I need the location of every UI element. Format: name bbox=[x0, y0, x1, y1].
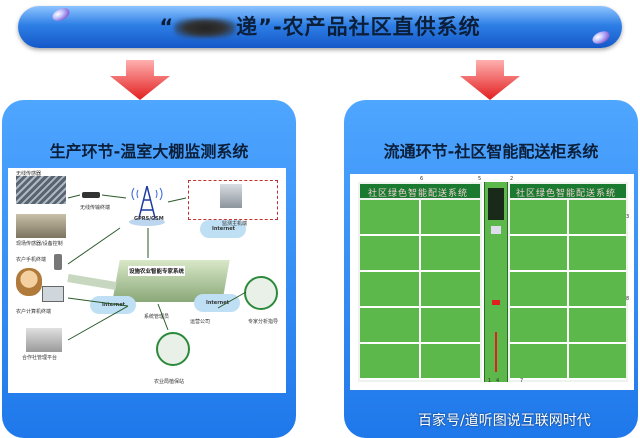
title-mid: 递” bbox=[236, 15, 273, 39]
distribution-panel: 流通环节-社区智能配送柜系统 社区绿色智能配送系统 社区绿色智能配送系统 6 5… bbox=[344, 100, 638, 438]
watermark: 百家号/道听图说互联网时代 bbox=[418, 413, 591, 429]
control-keypad bbox=[491, 226, 501, 234]
farmer-pc-label: 农户计算机终端 bbox=[16, 309, 52, 315]
internet-cloud-top bbox=[200, 220, 246, 238]
supervisor-label: 运营公司 bbox=[190, 319, 211, 325]
callout-2: 2 bbox=[510, 176, 514, 182]
locker-right-doors bbox=[510, 200, 626, 380]
solar-panel-image bbox=[16, 176, 66, 204]
control-screen bbox=[488, 188, 504, 220]
locker-left-doors bbox=[360, 200, 480, 380]
monitor-host-box bbox=[188, 180, 278, 220]
farmer-image bbox=[16, 268, 42, 296]
phone-icon bbox=[54, 254, 62, 270]
transmitter-icon bbox=[82, 192, 100, 198]
gprs-tower-icon bbox=[129, 185, 165, 226]
locker-left-label: 社区绿色智能配送系统 bbox=[368, 189, 469, 199]
locker-left: 社区绿色智能配送系统 bbox=[358, 182, 482, 382]
wireless-sensor-label: 无线传感器 bbox=[16, 171, 42, 177]
locker-control-column bbox=[484, 182, 508, 382]
gprs-label: GPRS/GSM bbox=[134, 216, 164, 222]
flow-arrows bbox=[67, 194, 247, 341]
title-rest: -农产品社区直供系统 bbox=[272, 15, 481, 39]
agri-station-circle-image bbox=[156, 332, 190, 366]
distribution-panel-title: 流通环节-社区智能配送柜系统 bbox=[383, 142, 599, 161]
internet-cloud-left bbox=[90, 296, 136, 314]
monitor-host-label: 监测主机端 bbox=[222, 221, 248, 227]
internet-cloud-right bbox=[194, 294, 240, 312]
obscured-title-text bbox=[174, 18, 237, 38]
title-banner: “ 递”-农产品社区直供系统 bbox=[18, 5, 622, 48]
title-open-quote: “ bbox=[159, 15, 175, 39]
agri-station-label: 农业局植保站 bbox=[154, 379, 185, 385]
expert-circle-image bbox=[244, 276, 278, 310]
production-panel-title: 生产环节-温室大棚监测系统 bbox=[49, 142, 249, 161]
greenhouse-diagram: 无线传感器 现场传感器/设备控制 无线传输终端 GPRS/GSM Interne… bbox=[8, 168, 286, 393]
banner-title: “ 递”-农产品社区直供系统 bbox=[18, 6, 622, 48]
wireless-transmit-label: 无线传输终端 bbox=[80, 205, 111, 211]
callout-7: 7 bbox=[520, 378, 524, 384]
callout-6: 6 bbox=[420, 176, 424, 182]
coop-platform-label: 合作社管理平台 bbox=[22, 355, 58, 361]
internet-top-label: Internet bbox=[212, 226, 236, 232]
callout-3: 3 bbox=[626, 214, 630, 220]
server-icon bbox=[220, 184, 242, 208]
locker-right-header bbox=[510, 184, 626, 198]
internet-left-label: Internet bbox=[102, 302, 126, 308]
right-down-arrow-icon bbox=[460, 60, 520, 100]
locker-diagram: 社区绿色智能配送系统 社区绿色智能配送系统 6 5 2 3 8 1 4 7 bbox=[350, 174, 634, 390]
production-panel: 生产环节-温室大棚监测系统 无线传感器 现场传感器/设备控制 无线传输终端 GP… bbox=[2, 100, 296, 438]
coop-building-image bbox=[26, 328, 62, 352]
callout-4: 4 bbox=[496, 378, 500, 384]
internet-right-label: Internet bbox=[206, 300, 230, 306]
control-slot bbox=[495, 332, 497, 372]
control-red-button bbox=[492, 300, 500, 305]
callout-8: 8 bbox=[626, 296, 630, 302]
farmer-phone-label: 农户手机终端 bbox=[16, 257, 47, 263]
callout-5: 5 bbox=[478, 176, 482, 182]
locker-right: 社区绿色智能配送系统 bbox=[508, 182, 628, 382]
expert-system-label: 设施农业智能专家系统 bbox=[128, 266, 186, 276]
callout-1: 1 bbox=[488, 378, 492, 384]
left-down-arrow-icon bbox=[110, 60, 170, 100]
greenhouse-image bbox=[16, 214, 66, 238]
laptop-icon bbox=[42, 286, 64, 302]
locker-right-label: 社区绿色智能配送系统 bbox=[516, 189, 617, 199]
expert-guide-label: 专家分析指导 bbox=[248, 319, 279, 325]
locker-left-header bbox=[360, 184, 480, 198]
field-sensor-label: 现场传感器/设备控制 bbox=[16, 241, 63, 247]
system-mgmt-label: 系统管理员 bbox=[144, 314, 170, 320]
